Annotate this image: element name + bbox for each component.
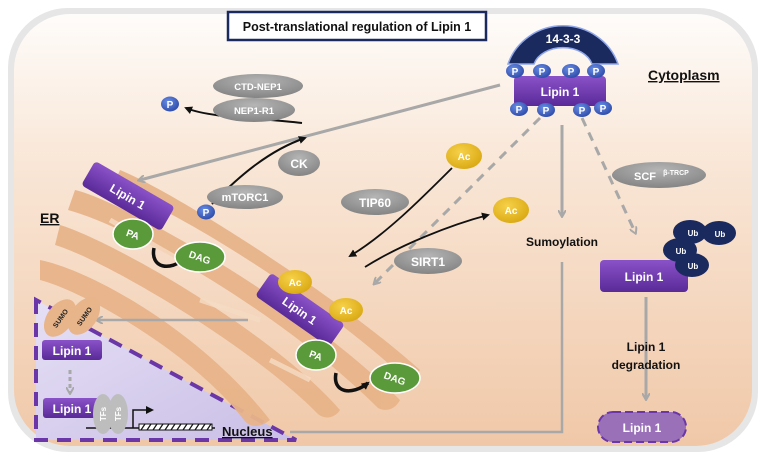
lipid-pa-2: PA (295, 339, 337, 371)
acetyl-label: Ac (340, 306, 353, 317)
enzyme-ctd-nep1: CTD-NEP1 (213, 74, 303, 98)
acetyl-free-1: Ac (446, 143, 482, 169)
label-er: ER (40, 210, 59, 226)
phospho-label: P (568, 67, 575, 78)
ubiquitin-chain: Ub Ub Ub Ub (663, 220, 736, 277)
acetyl-bound-1: Ac (278, 270, 312, 294)
tf-2: TFs (108, 394, 128, 434)
adaptor-label: 14-3-3 (546, 32, 581, 46)
acetyl-bound-2: Ac (329, 298, 363, 322)
phospho-label: P (539, 67, 546, 78)
arrow-pa-to-dag-2 (333, 372, 370, 393)
phospho-icon (562, 64, 580, 78)
enzyme-scf: SCF β-TRCP (612, 162, 706, 188)
pa-label: PA (124, 228, 140, 243)
enzyme-nep1-r1: NEP1-R1 (213, 98, 295, 122)
enzyme-label: TIP60 (359, 196, 391, 210)
label-nucleus: Nucleus (222, 424, 273, 439)
lipin-sumo: Lipin 1 (42, 340, 102, 360)
enzyme-ck: CK (278, 150, 320, 176)
enzyme-tip60: TIP60 (341, 189, 409, 215)
phospho-free-1: P (161, 96, 179, 112)
phospho-label: P (543, 106, 550, 117)
arrow-deacetylation (364, 212, 490, 268)
phospho-group-top: P P P P P P P P (506, 64, 612, 117)
arrow-acetyl-transfer (348, 167, 453, 258)
lipid-dag-2: DAG (369, 362, 421, 394)
arrow-to-ubiquitination (580, 117, 635, 232)
lipin-sumo-label: Lipin 1 (53, 344, 92, 358)
phospho-free-2: P (197, 204, 215, 220)
lipin-top (514, 76, 606, 106)
gene-hatch (140, 423, 212, 431)
adaptor-14-3-3 (506, 25, 620, 65)
lipin-nuclear: Lipin 1 (43, 398, 101, 418)
lipin-top-label: Lipin 1 (541, 85, 580, 99)
label-degradation-line2: degradation (612, 358, 681, 372)
phospho-icon (573, 103, 591, 117)
tf-label: TFs (114, 406, 123, 421)
phospho-label: P (579, 106, 586, 117)
ubiquitin-icon (673, 220, 707, 244)
cell-body (14, 14, 752, 446)
lipid-dag-1: DAG (174, 241, 226, 273)
phospho-label: P (600, 104, 607, 115)
title-box (226, 10, 488, 42)
phospho-icon (510, 102, 528, 116)
ub-label: Ub (715, 230, 726, 239)
phospho-label: P (516, 105, 523, 116)
acetyl-label: Ac (289, 278, 302, 289)
ub-label: Ub (688, 229, 699, 238)
enzyme-label: CK (290, 157, 308, 171)
arrow-to-er (140, 83, 501, 180)
sumo-1: SUMO (43, 299, 77, 337)
enzyme-mtorc1: mTORC1 (207, 185, 283, 209)
pa-label: PA (307, 349, 323, 364)
phospho-icon (533, 64, 551, 78)
lipin-degraded: Lipin 1 (597, 411, 687, 443)
label-cytoplasm: Cytoplasm (648, 67, 720, 83)
ubiquitin-icon (702, 221, 736, 245)
tss-arrow (132, 406, 154, 428)
tf-1: TFs (93, 394, 113, 434)
phospho-label: P (203, 208, 210, 219)
title: Post-translational regulation of Lipin 1 (243, 20, 472, 34)
phospho-icon (587, 64, 605, 78)
lipin-ub-label: Lipin 1 (625, 270, 664, 284)
lipid-pa-1: PA (112, 218, 154, 250)
gene-box (138, 423, 213, 431)
phospho-label: P (512, 67, 519, 78)
phospho-icon (594, 101, 612, 115)
tf-label: TFs (99, 406, 108, 421)
ub-label: Ub (676, 247, 687, 256)
phospho-icon (537, 103, 555, 117)
lipin-nuclear-label: Lipin 1 (53, 402, 92, 416)
phospho-icon (506, 64, 524, 78)
phospho-label: P (167, 100, 174, 111)
acetyl-label: Ac (458, 152, 471, 163)
enzyme-label: NEP1-R1 (234, 106, 275, 117)
acetyl-free-2: Ac (493, 197, 529, 223)
lipin-ubiquitinated: Lipin 1 (600, 260, 688, 292)
enzyme-superscript: β-TRCP (663, 170, 689, 177)
acetyl-label: Ac (505, 206, 518, 217)
ubiquitin-icon (675, 253, 709, 277)
enzyme-sirt1: SIRT1 (394, 248, 462, 274)
enzyme-label: CTD-NEP1 (234, 82, 282, 93)
label-sumoylation: Sumoylation (526, 235, 598, 249)
enzyme-label: SIRT1 (411, 255, 445, 269)
line-sumoylation-to-nucleus (290, 262, 564, 434)
enzyme-label: SCF (634, 171, 656, 183)
lipin-degraded-label: Lipin 1 (623, 421, 662, 435)
enzyme-label: mTORC1 (222, 192, 269, 204)
phospho-label: P (593, 67, 600, 78)
sumo-2: SUMO (67, 297, 101, 335)
ub-label: Ub (688, 262, 699, 271)
label-degradation-line1: Lipin 1 (627, 340, 666, 354)
